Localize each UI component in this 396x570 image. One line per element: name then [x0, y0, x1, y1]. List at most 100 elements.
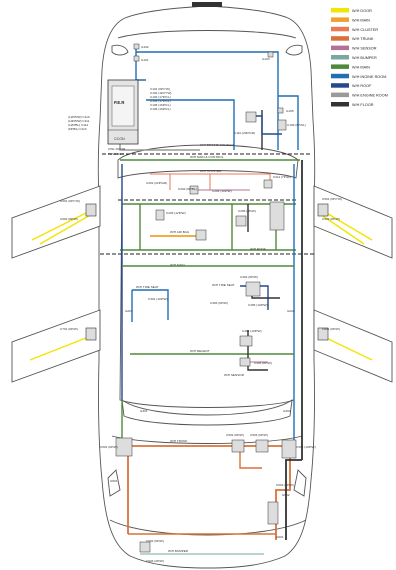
- door-connector-rr: [317, 327, 329, 341]
- label-g502: G502: [282, 493, 290, 497]
- label-g102: G102: [141, 45, 149, 49]
- legend-label: W/H MAIN: [352, 18, 370, 22]
- cabin-connectors: [239, 281, 261, 367]
- headlight-left: [111, 44, 129, 56]
- label-g202: G202: [287, 309, 295, 313]
- legend-swatch: [331, 45, 349, 51]
- door-wire-fl: [31, 207, 97, 241]
- label-c502: C502 (6P/W): [226, 433, 244, 437]
- label-g201: G201: [125, 309, 133, 313]
- hood-line: [117, 30, 297, 39]
- label-c201: C201 (22P/GR): [146, 181, 167, 185]
- label-c601: C601 (2P/W): [276, 483, 294, 487]
- label-g103: G103: [262, 57, 270, 61]
- legend-swatch: [331, 64, 349, 69]
- trunk-line: [111, 435, 303, 444]
- label-c501: C501 (6P/W): [100, 445, 118, 449]
- rear-left-door: [11, 309, 101, 383]
- conn-c109: [277, 119, 287, 131]
- legend-swatch: [331, 36, 349, 41]
- conn-bumper-left: [139, 541, 151, 553]
- label-c105: C105 (16P/CL): [150, 103, 171, 107]
- label-c305: C305 (10P/W): [248, 303, 268, 307]
- door-connector-fr: [317, 203, 329, 217]
- legend-swatch: [331, 102, 349, 107]
- label-c503: C503 (6P/W): [250, 433, 268, 437]
- legend-swatch: [331, 17, 349, 22]
- wire-engine-blue2: [252, 115, 282, 135]
- label-wh-sensor: W/H SENSOR: [224, 373, 245, 377]
- label-c301: C301 (10P/W): [148, 297, 168, 301]
- legend-swatch: [331, 83, 349, 88]
- door-wire-rl: [29, 333, 97, 361]
- label-left-conn-4: (6P/BL) C113: [68, 127, 87, 131]
- fuse-box-bottom-label: CCON: [114, 137, 125, 141]
- label-c103: C103 (17P/CL): [150, 95, 171, 99]
- label-fr-door: C501 (6P/YW): [322, 197, 342, 201]
- conn-c211: [263, 179, 273, 189]
- label-g105: G105: [286, 109, 294, 113]
- headlight-right: [285, 44, 303, 56]
- body-outer: [97, 5, 316, 569]
- label-c104: C104 (17P/CL): [150, 99, 171, 103]
- label-fl-door: C601 (6P/YW): [60, 199, 80, 203]
- label-c602: C602 (6P/W): [146, 539, 164, 543]
- engine-connectors: [133, 43, 287, 131]
- fuse-box-title: P.E.R: [114, 100, 124, 105]
- door-connector-rl: [85, 327, 97, 341]
- label-wh-main-top: W/H MAIN & CONTROL: [190, 155, 224, 159]
- conn-rear-fuse: [267, 501, 279, 525]
- dash-connectors: [155, 179, 285, 241]
- conn-g103: [267, 51, 274, 58]
- label-wh-roof: W/H ROOF: [250, 247, 266, 251]
- wire-center-1: [132, 289, 169, 320]
- section-lines: [100, 153, 314, 255]
- trunk-harness: [121, 400, 302, 555]
- label-wh-bumper: W/H BUMPER: [168, 549, 189, 553]
- door-connector-fl: [85, 203, 97, 217]
- door-wire-fr2: [319, 213, 365, 245]
- label-c202: C202 (6P/BL): [178, 187, 197, 191]
- wire-engine-right: [278, 95, 299, 150]
- conn-airbag: [195, 229, 207, 241]
- conn-trunk-left: [115, 437, 133, 457]
- legend-swatch: [331, 92, 349, 98]
- label-c109: C109 (6P/SL): [287, 123, 306, 127]
- label-c101: C101 (6P/YW): [150, 87, 170, 91]
- conn-c401: [239, 335, 253, 347]
- label-c403: C403 (8P/W): [254, 361, 272, 365]
- door-harness: [29, 207, 373, 361]
- label-wh-trunk: W/H TRUNK: [170, 439, 188, 443]
- front-left-door: [11, 185, 101, 259]
- legend-swatch: [331, 55, 349, 60]
- legend-swatch: [331, 8, 349, 13]
- label-c401: C401 (10P/W): [242, 329, 262, 333]
- taillight-left: [107, 469, 121, 497]
- conn-c205: [235, 215, 247, 227]
- legend-label: W/H MAIN: [352, 65, 370, 69]
- label-c303: C303 (6P/W): [210, 301, 228, 305]
- legend-label: W/H TRUNK: [352, 37, 374, 41]
- windshield: [117, 144, 299, 179]
- label-rr-door: C801 (6P/W): [322, 327, 340, 331]
- label-c106: C106 (16P/CL): [150, 107, 171, 111]
- label-left-conn-3: (12P/BL) C112: [68, 123, 89, 127]
- conn-c403: [239, 357, 251, 367]
- dash-harness: [120, 159, 300, 400]
- label-left-conn-1: (12P/RW) C110: [68, 115, 90, 119]
- fuse-box-caption-1: CWL ROOM: [108, 147, 126, 151]
- roof-outline: [119, 177, 295, 408]
- front-right-door: [313, 185, 393, 259]
- conn-c207: [189, 185, 199, 195]
- conn-trunk-mid: [231, 439, 245, 453]
- label-g501: G501: [110, 479, 118, 483]
- hood-notch: [192, 2, 222, 7]
- rear-window: [121, 399, 293, 426]
- legend-label: W/H ENGINE ROOM: [352, 94, 388, 98]
- wire-trunk-center: [239, 446, 262, 469]
- cabin-labels: G201 G202 W/H TIRE SEAT C301 (10P/W) W/H…: [60, 275, 340, 377]
- wire-engine-top: [136, 51, 279, 150]
- legend-label: W/H CLUSTER: [352, 28, 378, 32]
